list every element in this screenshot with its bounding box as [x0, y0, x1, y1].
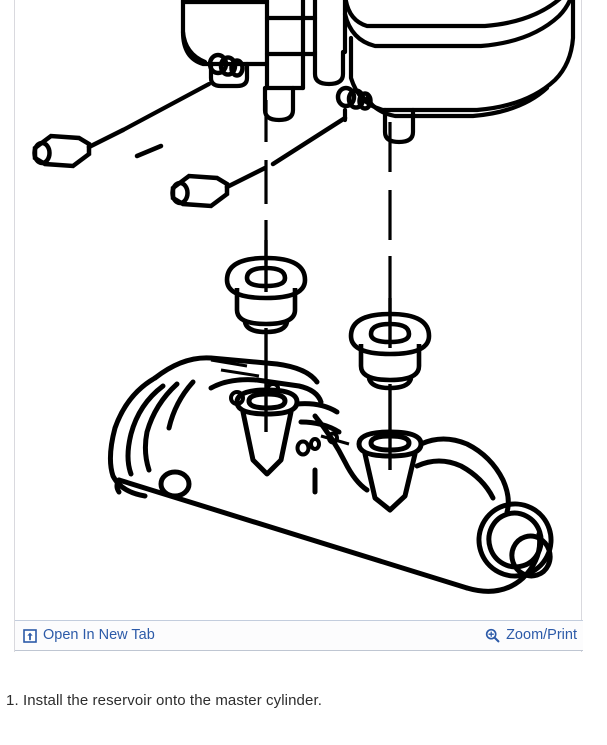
master-cylinder-assembly-diagram	[15, 0, 581, 620]
image-viewer-panel: Open In New Tab Zoom/Print	[14, 0, 583, 652]
open-in-new-tab-label: Open In New Tab	[43, 627, 155, 644]
step-caption: 1. Install the reservoir onto the master…	[6, 692, 566, 711]
image-viewer-toolbar: Open In New Tab Zoom/Print	[15, 620, 583, 651]
magnifier-plus-icon	[485, 628, 500, 643]
step-caption-text: 1. Install the reservoir onto the master…	[6, 692, 322, 709]
open-in-new-tab-icon	[23, 628, 37, 643]
zoom-print-label: Zoom/Print	[506, 627, 577, 644]
zoom-print-button[interactable]: Zoom/Print	[485, 628, 577, 643]
figure-area	[15, 0, 581, 620]
open-in-new-tab-button[interactable]: Open In New Tab	[23, 628, 155, 643]
